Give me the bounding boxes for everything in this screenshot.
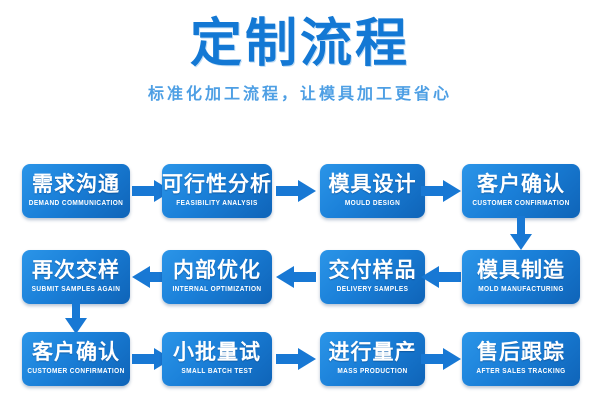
flow-step-box[interactable]: 售后跟踪 AFTER SALES TRACKING bbox=[462, 332, 580, 386]
flow-step-box[interactable]: 模具设计 MOULD DESIGN bbox=[320, 164, 425, 218]
step-label-en: CUSTOMER CONFIRMATION bbox=[27, 366, 125, 375]
step-label-en: MOULD DESIGN bbox=[344, 198, 401, 207]
arrow-left-icon bbox=[132, 266, 172, 288]
page-title: 定制流程 bbox=[189, 15, 410, 73]
step-label-en: MASS PRODUCTION bbox=[337, 366, 408, 375]
arrow-down-icon bbox=[510, 216, 532, 250]
arrow-right-icon bbox=[276, 348, 316, 370]
arrow-left-icon bbox=[421, 266, 461, 288]
arrow-right-icon bbox=[421, 348, 461, 370]
step-label-en: FEASIBILITY ANALYSIS bbox=[176, 198, 258, 207]
page-subtitle: 标准化加工流程，让模具加工更省心 bbox=[147, 86, 452, 103]
step-label-en: AFTER SALES TRACKING bbox=[476, 366, 566, 375]
step-label-cn: 可行性分析 bbox=[162, 172, 272, 196]
flow-step-box[interactable]: 需求沟通 DEMAND COMMUNICATION bbox=[22, 164, 130, 218]
header: 定制流程 标准化加工流程，让模具加工更省心 bbox=[0, 0, 600, 150]
step-label-cn: 交付样品 bbox=[328, 258, 417, 282]
step-label-en: INTERNAL OPTIMIZATION bbox=[172, 284, 262, 293]
step-label-en: CUSTOMER CONFIRMATION bbox=[472, 198, 570, 207]
step-label-cn: 再次交样 bbox=[32, 258, 120, 282]
flow-step-box[interactable]: 可行性分析 FEASIBILITY ANALYSIS bbox=[162, 164, 272, 218]
arrow-right-icon bbox=[421, 180, 461, 202]
step-label-en: MOLD MANUFACTURING bbox=[478, 284, 564, 293]
step-label-cn: 售后跟踪 bbox=[477, 340, 565, 364]
flow-row-3: 客户确认 CUSTOMER CONFIRMATION 小批量试 SMALL BA… bbox=[0, 332, 600, 388]
flow-step-box[interactable]: 进行量产 MASS PRODUCTION bbox=[320, 332, 425, 386]
step-label-en: DELIVERY SAMPLES bbox=[336, 284, 409, 293]
arrow-right-icon bbox=[276, 180, 316, 202]
flow-step-box[interactable]: 交付样品 DELIVERY SAMPLES bbox=[320, 250, 425, 304]
step-label-cn: 内部优化 bbox=[173, 258, 261, 282]
flow-step-box[interactable]: 内部优化 INTERNAL OPTIMIZATION bbox=[162, 250, 272, 304]
step-label-cn: 模具设计 bbox=[328, 172, 417, 196]
step-label-en: DEMAND COMMUNICATION bbox=[28, 198, 124, 207]
step-label-cn: 需求沟通 bbox=[32, 172, 120, 196]
flow-step-box[interactable]: 客户确认 CUSTOMER CONFIRMATION bbox=[462, 164, 580, 218]
flow-step-box[interactable]: 再次交样 SUBMIT SAMPLES AGAIN bbox=[22, 250, 130, 304]
step-label-cn: 客户确认 bbox=[32, 340, 120, 364]
flow-step-box[interactable]: 客户确认 CUSTOMER CONFIRMATION bbox=[22, 332, 130, 386]
step-label-cn: 小批量试 bbox=[173, 340, 261, 364]
flow-row-2: 再次交样 SUBMIT SAMPLES AGAIN 内部优化 INTERNAL … bbox=[0, 250, 600, 306]
step-label-en: SUBMIT SAMPLES AGAIN bbox=[31, 284, 121, 293]
arrow-down-icon bbox=[65, 300, 87, 334]
flow-row-1: 需求沟通 DEMAND COMMUNICATION 可行性分析 FEASIBIL… bbox=[0, 164, 600, 220]
step-label-cn: 进行量产 bbox=[328, 340, 417, 364]
arrow-left-icon bbox=[276, 266, 316, 288]
flow-step-box[interactable]: 模具制造 MOLD MANUFACTURING bbox=[462, 250, 580, 304]
step-label-cn: 客户确认 bbox=[477, 172, 565, 196]
flow-step-box[interactable]: 小批量试 SMALL BATCH TEST bbox=[162, 332, 272, 386]
step-label-en: SMALL BATCH TEST bbox=[181, 366, 253, 375]
step-label-cn: 模具制造 bbox=[477, 258, 565, 282]
